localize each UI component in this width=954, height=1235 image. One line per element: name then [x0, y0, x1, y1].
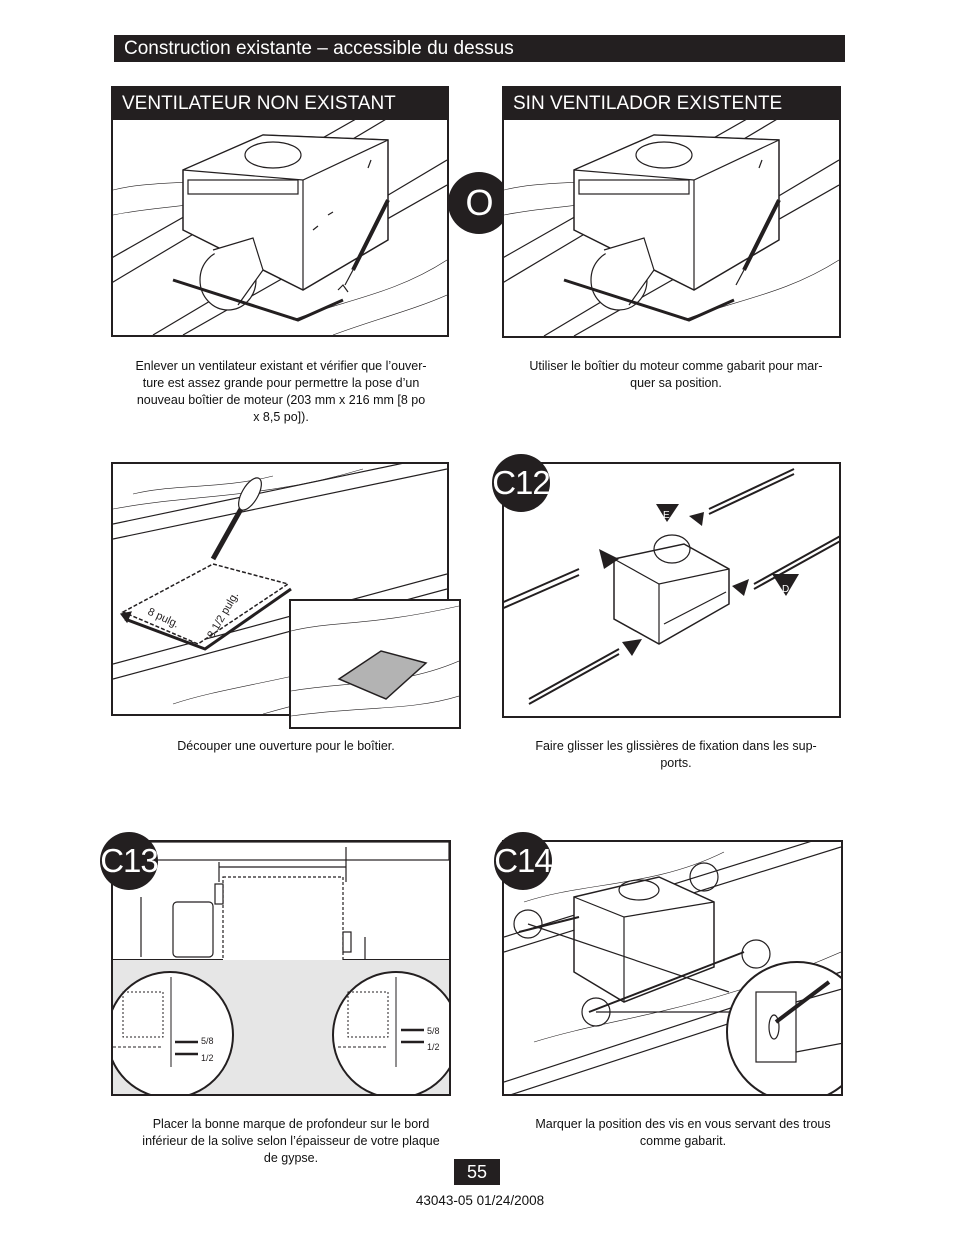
caption-line: ports. [660, 756, 692, 770]
caption-c14: Marquer la position des vis en vous serv… [505, 1116, 861, 1150]
caption-cut-opening: Découper une ouverture pour le boîtier. [111, 738, 461, 755]
page-number: 55 [454, 1159, 500, 1185]
caption-remove-existing-fan: Enlever un ventilateur existant et vérif… [111, 358, 451, 426]
caption-line: comme gabarit. [639, 1134, 727, 1148]
caption-line: Faire glisser les glissières de fixation… [535, 739, 817, 753]
mark-5-8-right: 5/8 [427, 1026, 440, 1036]
caption-line: ture est assez grande pour permettre la … [142, 376, 420, 390]
panel-c13: 5/8 1/2 5/8 1/2 [111, 840, 451, 1096]
illustration-c13-depth: 5/8 1/2 5/8 1/2 [113, 842, 449, 1094]
step-badge-o: O [448, 172, 510, 234]
caption-line: de gypse. [263, 1151, 319, 1165]
caption-line: Découper une ouverture pour le boîtier. [177, 739, 395, 753]
caption-line: Enlever un ventilateur existant et vérif… [135, 359, 427, 373]
mark-5-8-left: 5/8 [201, 1036, 214, 1046]
document-id: 43043-05 01/24/2008 [415, 1193, 545, 1208]
caption-line: inférieur de la solive selon l’épaisseur… [142, 1134, 440, 1148]
mark-1-2-right: 1/2 [427, 1042, 440, 1052]
caption-line: x 8,5 po]). [253, 410, 309, 424]
panel-no-existing-fan: VENTILATEUR NON EXISTANT [111, 86, 449, 337]
step-badge-c14: C14 [494, 832, 553, 890]
step-badge-c12: C12 [492, 454, 551, 512]
illustration-c12-rails: E D [504, 468, 839, 705]
label-ventilateur-non-existant: VENTILATEUR NON EXISTANT [113, 88, 447, 120]
caption-use-box-template: Utiliser le boîtier du moteur comme gaba… [505, 358, 847, 392]
label-sin-ventilador-existente: SIN VENTILADOR EXISTENTE [504, 88, 839, 120]
inset-cut-detail [289, 599, 461, 729]
caption-line: Marquer la position des vis en vous serv… [535, 1117, 831, 1131]
illustration-fan-box-left [113, 120, 447, 335]
caption-line: Utiliser le boîtier du moteur comme gaba… [529, 359, 823, 373]
mark-e: E [663, 510, 670, 521]
illustration-fan-box-right [504, 120, 839, 336]
caption-line: quer sa position. [630, 376, 722, 390]
step-badge-c13: C13 [100, 832, 159, 890]
illustration-c14-screws [504, 842, 841, 1094]
mark-1-2-left: 1/2 [201, 1053, 214, 1063]
panel-sin-ventilador: SIN VENTILADOR EXISTENTE [502, 86, 841, 338]
panel-c14 [502, 840, 843, 1096]
section-header: Construction existante – accessible du d… [114, 35, 845, 62]
caption-line: Placer la bonne marque de profondeur sur… [152, 1117, 430, 1131]
caption-line: nouveau boîtier de moteur (203 mm x 216 … [136, 393, 426, 407]
caption-c12: Faire glisser les glissières de fixation… [505, 738, 847, 772]
mark-d: D [782, 584, 789, 595]
panel-c12: E D [502, 462, 841, 718]
caption-c13: Placer la bonne marque de profondeur sur… [111, 1116, 471, 1167]
illustration-cut-inset [291, 605, 459, 717]
